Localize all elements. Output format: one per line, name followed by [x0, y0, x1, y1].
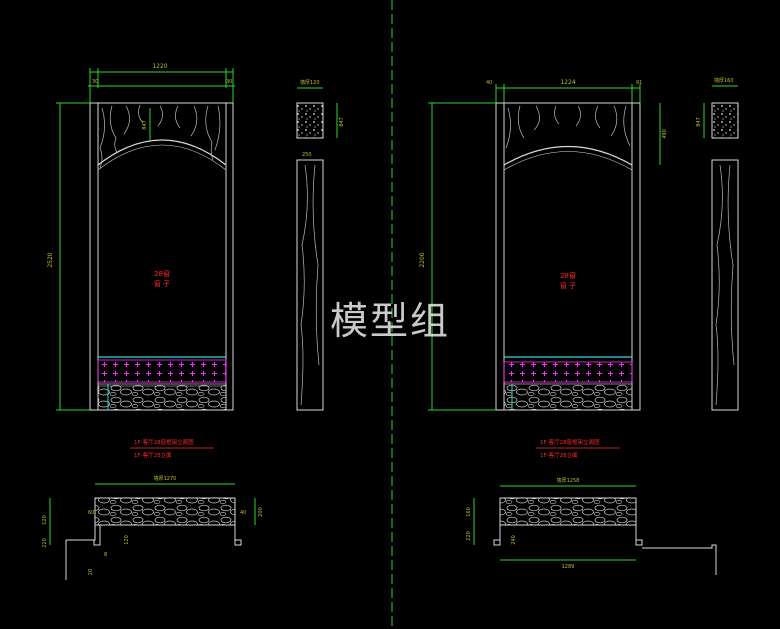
- left-dim-arch: 847: [142, 120, 148, 130]
- right-plan-bottom: 1289: [562, 564, 575, 570]
- watermark-text: 模型组: [330, 299, 451, 343]
- right-elevation: 1224 40 91 2200 490 28窗 窗 子: [419, 79, 668, 411]
- left-plan-d4: 120: [124, 535, 130, 545]
- left-caption-1: 1F-客厅28窗框架立面图: [134, 438, 194, 446]
- left-plan-d6: 20: [88, 569, 94, 575]
- right-plan-d2: 220: [466, 531, 472, 541]
- left-plan-width: 墙厚1270: [154, 475, 177, 482]
- right-dim-height: 2200: [419, 252, 426, 267]
- left-plan: 墙厚1270 120 220 60 40 200 120 8 20: [42, 475, 264, 580]
- left-plan-left: 60: [88, 510, 94, 516]
- left-plan-d2: 220: [42, 538, 48, 548]
- right-dim-arch: 490: [662, 129, 668, 139]
- right-dim-top: 1224: [560, 79, 575, 86]
- left-dim-height: 2520: [47, 252, 54, 267]
- right-window-label: 28窗: [560, 271, 576, 280]
- left-window-sub-label: 窗 子: [154, 279, 170, 288]
- left-side-top: 墙厚120: [300, 79, 320, 86]
- right-plan-width: 墙厚1258: [557, 477, 580, 484]
- right-caption: 1F-客厅28窗框架立面图 1F-客厅28立面: [536, 438, 620, 459]
- left-window-label: 28窗: [154, 269, 170, 278]
- right-plan-d1: 160: [466, 507, 472, 517]
- left-caption: 1F-客厅28窗框架立面图 1F-客厅28立面: [130, 438, 214, 459]
- right-dim-top-right: 91: [636, 80, 642, 86]
- left-caption-2: 1F-客厅28立面: [134, 451, 172, 459]
- left-plan-d3: 200: [258, 507, 264, 517]
- right-side-dim: 847: [696, 117, 702, 127]
- left-side-dim: 847: [339, 117, 345, 127]
- right-plan-d3: 240: [511, 535, 517, 545]
- left-side-section: 墙厚120 847 250: [296, 79, 345, 411]
- right-dim-top-left: 40: [486, 80, 492, 86]
- left-plan-d5: 8: [104, 552, 107, 558]
- right-caption-2: 1F-客厅28立面: [540, 451, 578, 459]
- right-window-sub-label: 窗 子: [560, 281, 576, 290]
- left-plan-d1: 120: [42, 515, 48, 525]
- right-caption-1: 1F-客厅28窗框架立面图: [540, 438, 600, 446]
- left-dim-top-left: 30: [92, 79, 98, 85]
- right-side-section: 墙厚160 847: [696, 77, 739, 411]
- right-side-top: 墙厚160: [714, 77, 734, 84]
- left-plan-right: 40: [240, 510, 246, 516]
- left-elevation: 1220 30 30 2520 847 28窗 窗 子: [47, 63, 235, 411]
- right-plan: 墙厚1258 1289 160 220 240: [466, 477, 717, 575]
- left-dim-top: 1220: [152, 63, 167, 70]
- left-side-dim2: 250: [302, 152, 312, 158]
- left-dim-top-right: 30: [226, 79, 232, 85]
